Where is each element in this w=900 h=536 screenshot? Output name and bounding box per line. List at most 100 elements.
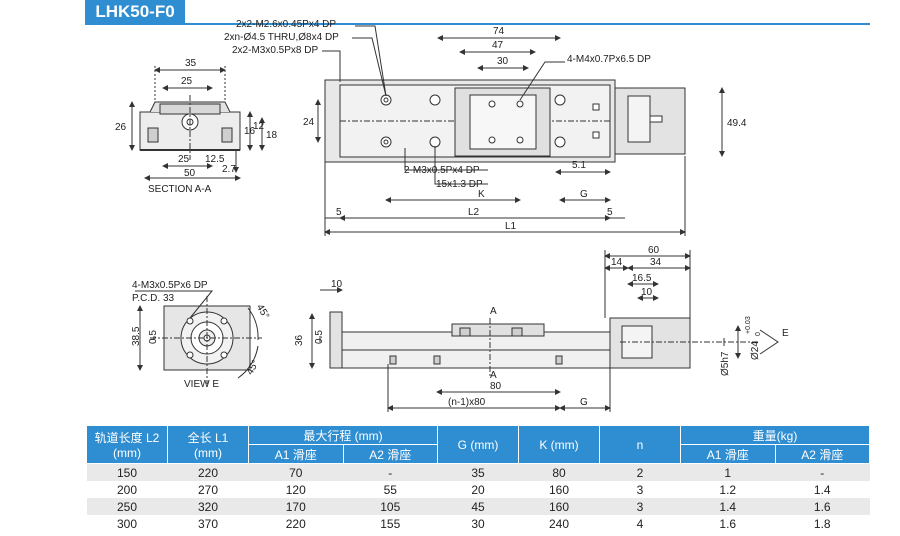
- section-view: [129, 66, 265, 181]
- table-row: 250 320 170 105 45 160 3 1.4 1.6: [86, 498, 870, 515]
- cell: 1.4: [813, 482, 831, 497]
- cell: 1.6: [775, 498, 870, 515]
- side-dim-10-left: 10: [331, 279, 343, 290]
- th-rail-length: 轨道长度 L2 (mm): [86, 425, 168, 464]
- th-k: K (mm): [518, 425, 600, 464]
- th-total-length-text: 全长 L1: [187, 431, 229, 445]
- callout-m3-6dp: 4-M3x0.5Px6 DP: [132, 280, 208, 291]
- cell: 320: [167, 498, 249, 515]
- th-weight: 重量(kg): [680, 425, 870, 445]
- cell: 1.8: [813, 516, 831, 531]
- top-dim-24: 24: [303, 117, 315, 128]
- cell: 55: [383, 482, 397, 497]
- sec-dim-26: 26: [115, 122, 127, 133]
- cell: 220: [285, 516, 306, 531]
- section-mark-a-bottom: A: [490, 370, 497, 381]
- sec-dim-25-top: 25: [181, 76, 193, 87]
- callout-pcd: P.C.D. 33: [132, 293, 174, 304]
- table-row: 300 370 220 155 30 240 4 1.6 1.8: [87, 515, 870, 532]
- end-dim-0-5: 0.5: [148, 330, 159, 344]
- sec-dim-25-bottom: 25: [178, 154, 190, 165]
- cell: 2: [599, 463, 681, 481]
- sec-dim-18: 18: [266, 130, 278, 141]
- side-dim-36: 36: [294, 334, 305, 346]
- cell: 20: [471, 482, 485, 497]
- cell: -: [775, 463, 870, 481]
- top-dim-g: G: [580, 189, 588, 200]
- side-dim-dia-24: Ø24: [750, 341, 761, 360]
- th-g: G (mm): [437, 425, 519, 464]
- th-total-length-unit: (mm): [194, 446, 222, 460]
- top-dim-5-left: 5: [336, 207, 342, 218]
- cell: 270: [197, 482, 219, 497]
- top-dim-l2: L2: [468, 207, 480, 218]
- cell: -: [343, 463, 438, 481]
- cell: 120: [285, 482, 306, 497]
- callout-15x1-3: 15x1.3 DP: [436, 179, 483, 190]
- view-e-arrow-label: E: [782, 328, 789, 339]
- th-weight-a1: A1 滑座: [680, 444, 776, 464]
- cell: 155: [380, 516, 401, 531]
- th-rail-length-text: 轨道长度 L2: [94, 431, 160, 445]
- sec-dim-2-7: 2.7: [222, 164, 236, 175]
- side-dim-16-5: 16.5: [632, 273, 652, 284]
- table-row: 150 220 70 - 35 80 2 1 -: [86, 463, 870, 481]
- top-dim-l1: L1: [505, 221, 517, 232]
- cell: 170: [248, 498, 343, 515]
- top-dim-5-1: 5.1: [572, 160, 586, 171]
- cell: 150: [86, 463, 168, 481]
- callout-m3-8dp: 2x2-M3x0.5Px8 DP: [232, 45, 318, 56]
- side-dim-g: G: [580, 397, 588, 408]
- cell: 45: [437, 498, 519, 515]
- sec-dim-12: 12: [253, 121, 265, 132]
- th-rail-length-unit: (mm): [113, 446, 141, 460]
- cell: 200: [116, 482, 138, 497]
- technical-drawing: 35 25 26 16 18 12 25 12.5 50 2.7 SECTION…: [115, 19, 789, 412]
- cell: 160: [548, 482, 570, 497]
- side-dim-dia-5h7: Ø5h7: [720, 351, 731, 376]
- callout-m4: 4-M4x0.7Px6.5 DP: [567, 54, 651, 65]
- side-dim-34: 34: [650, 257, 662, 268]
- cell: 1: [680, 463, 775, 481]
- end-dim-45-top: 45°: [254, 303, 271, 322]
- cell: 1.6: [719, 516, 737, 531]
- table-row: 200 270 120 55 20 160 3 1.2 1.4: [87, 481, 870, 498]
- callout-m3-4dp: 2-M3x0.5Px4 DP: [404, 165, 480, 176]
- cell: 300: [116, 516, 138, 531]
- top-dim-5-right: 5: [607, 207, 613, 218]
- side-dim-80: 80: [490, 381, 502, 392]
- sec-dim-12-5: 12.5: [205, 154, 225, 165]
- cell: 105: [343, 498, 438, 515]
- cell: 1.2: [719, 482, 737, 497]
- callout-m2-6: 2x2-M2.6x0.45Px4 DP: [236, 19, 336, 30]
- sec-dim-50: 50: [184, 168, 196, 179]
- side-dim-0-5: 0.5: [314, 330, 325, 344]
- top-dim-74: 74: [493, 26, 505, 37]
- side-dim-14: 14: [611, 257, 623, 268]
- spec-table: 轨道长度 L2 (mm) 全长 L1 (mm) 最大行程 (mm) G (mm)…: [86, 425, 870, 532]
- cell: 240: [548, 516, 570, 531]
- th-stroke-a1: A1 滑座: [248, 444, 344, 464]
- cell: 220: [167, 463, 249, 481]
- side-dim-10-right: 10: [641, 287, 653, 298]
- cell: 3: [599, 498, 681, 515]
- view-e-label: VIEW E: [184, 379, 219, 390]
- callout-thru-hole: 2xn-Ø4.5 THRU,Ø8x4 DP: [224, 32, 339, 43]
- side-dim-n-minus-1: (n-1)x80: [448, 397, 486, 408]
- side-view: [309, 250, 779, 412]
- section-mark-a-top: A: [490, 306, 497, 317]
- top-view: [315, 25, 725, 236]
- cell: 70: [248, 463, 343, 481]
- sec-dim-16: 16: [244, 126, 256, 137]
- title-rule: [85, 23, 870, 25]
- cell: 160: [518, 498, 600, 515]
- th-stroke-a2: A2 滑座: [342, 444, 438, 464]
- th-weight-a2: A2 滑座: [774, 444, 870, 464]
- end-view: [135, 290, 262, 384]
- side-dim-tol-upper: +0.03: [745, 316, 752, 334]
- cell: 4: [636, 516, 644, 531]
- top-dim-47: 47: [492, 40, 504, 51]
- side-dim-tol-lower: 0: [755, 332, 762, 336]
- top-dim-49-4: 49.4: [727, 118, 747, 129]
